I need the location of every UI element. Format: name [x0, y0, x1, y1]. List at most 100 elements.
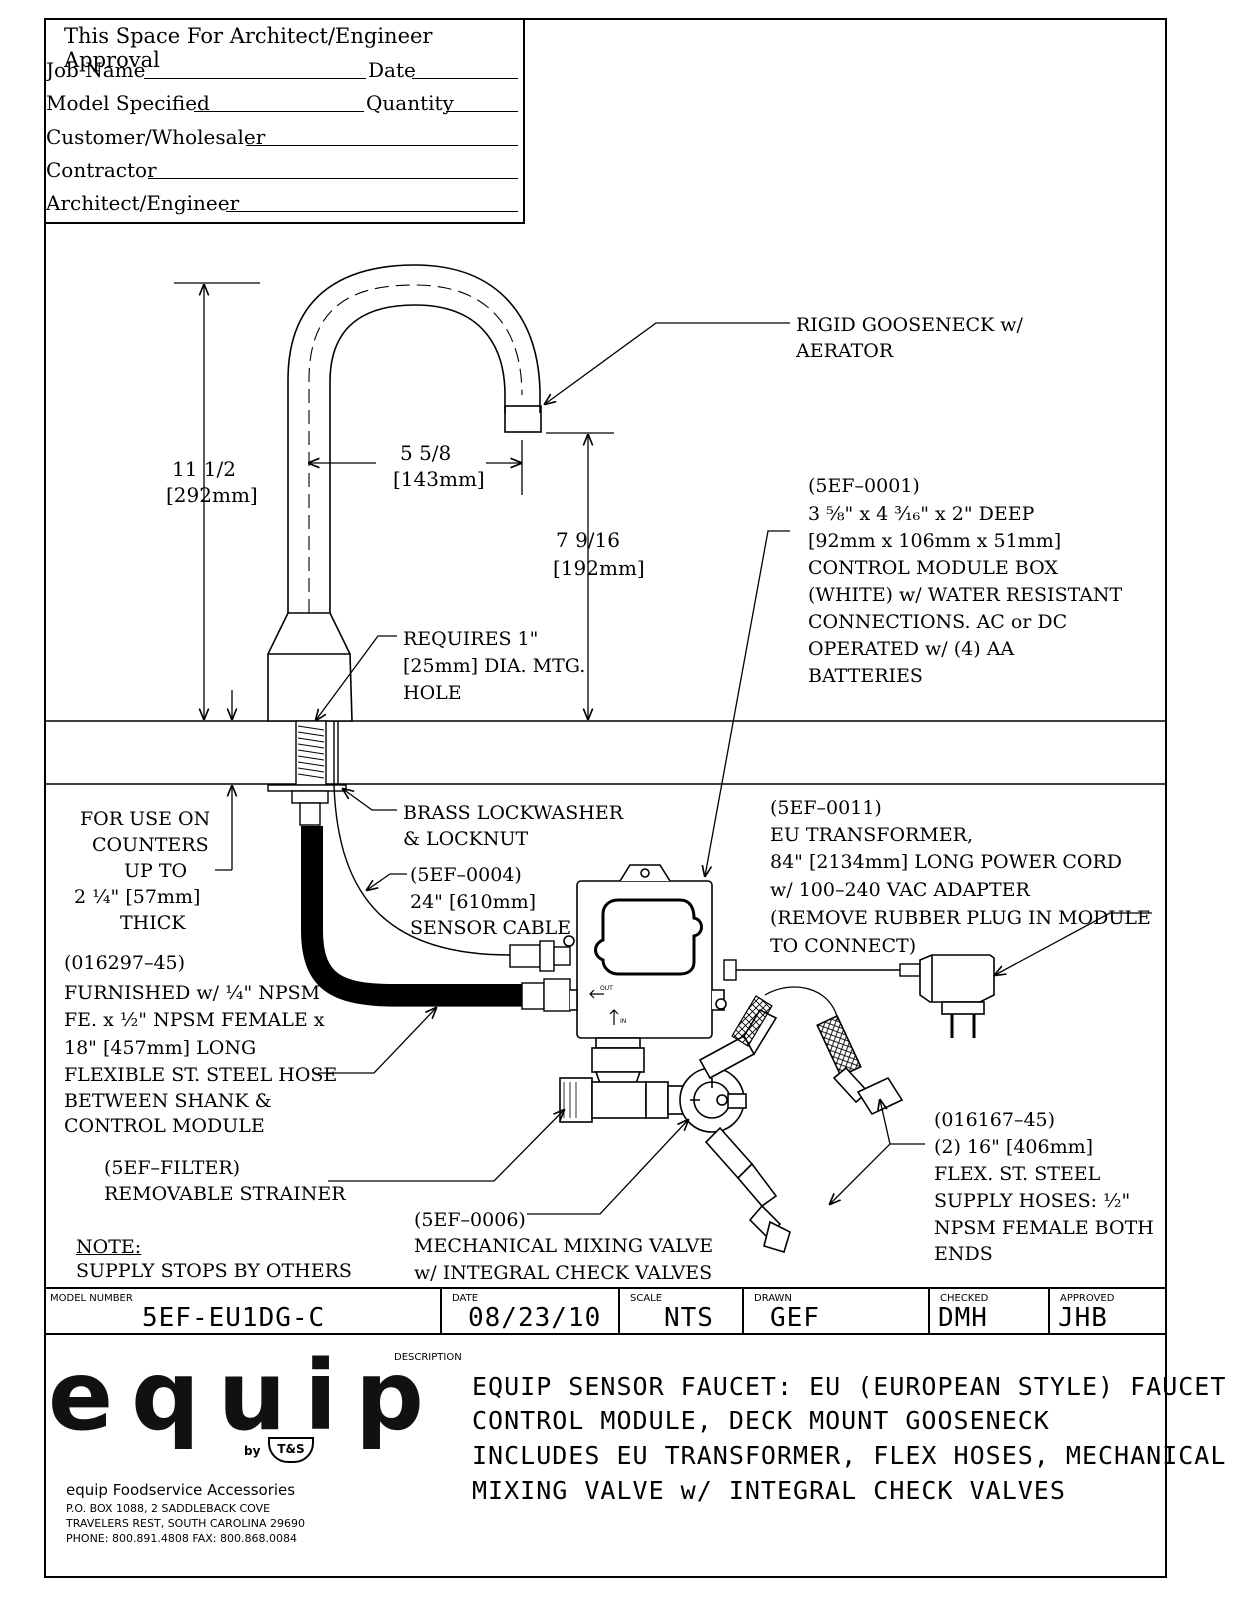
- drawn-caption: DRAWN: [754, 1293, 792, 1304]
- control-box-line-7: OPERATED w/ (4) AA: [808, 638, 1015, 660]
- company-address-2: TRAVELERS REST, SOUTH CAROLINA 29690: [66, 1517, 306, 1530]
- hose-line-7: CONTROL MODULE: [64, 1115, 265, 1137]
- supply-hoses-line-1: (016167–45): [934, 1109, 1056, 1131]
- description-caption: DESCRIPTION: [394, 1352, 462, 1363]
- sensor-cable-line-3: SENSOR CABLE: [410, 917, 572, 939]
- mixing-valve-line-1: (5EF–0006): [414, 1209, 526, 1231]
- transformer-line-1: (5EF–0011): [770, 797, 882, 819]
- leader-lines: [316, 322, 1152, 1215]
- model-specified-label: Model Specified: [46, 91, 210, 115]
- counter-line-3: UP TO: [124, 860, 188, 882]
- hose-line-5: FLEXIBLE ST. STEEL HOSE: [64, 1064, 338, 1086]
- customer-label: Customer/Wholesaler: [46, 125, 266, 149]
- spout-height-inches-label: 7 9/16: [556, 528, 620, 552]
- job-name-line[interactable]: [144, 78, 366, 79]
- counter-line-4: 2 ¼" [57mm]: [74, 886, 201, 908]
- strainer-line-1: (5EF–FILTER): [104, 1157, 241, 1179]
- contractor-line[interactable]: [148, 178, 518, 179]
- equip-logo: equip: [48, 1340, 442, 1452]
- supply-hose-right-line: [764, 986, 839, 1021]
- reach-inches-label: 5 5/8: [400, 441, 452, 465]
- title-block: MODEL NUMBER 5EF-EU1DG-C DATE 08/23/10 S…: [44, 1287, 1167, 1335]
- scale-caption: SCALE: [630, 1293, 663, 1304]
- note-title: NOTE:: [76, 1236, 142, 1258]
- scale-value: NTS: [664, 1303, 714, 1333]
- drawn-value: GEF: [770, 1303, 820, 1333]
- date-caption: DATE: [452, 1293, 479, 1304]
- architect-line[interactable]: [226, 211, 518, 212]
- supply-hoses-line-6: ENDS: [934, 1243, 993, 1265]
- date-line[interactable]: [412, 78, 518, 79]
- model-specified-line[interactable]: [194, 111, 364, 112]
- transformer-line-6: TO CONNECT): [770, 935, 917, 957]
- lockwasher-line-1: BRASS LOCKWASHER: [403, 802, 624, 824]
- checked-cell: CHECKED DMH: [928, 1289, 1048, 1333]
- module-in-label: IN: [620, 1018, 626, 1025]
- module-port-arrows: [589, 989, 619, 1025]
- hose-braid-marks: [303, 835, 519, 1005]
- checked-caption: CHECKED: [940, 1293, 989, 1304]
- customer-line[interactable]: [246, 145, 518, 146]
- drawn-cell: DRAWN GEF: [742, 1289, 928, 1333]
- description-line-2: CONTROL MODULE, DECK MOUNT GOOSENECK: [472, 1406, 1050, 1435]
- sensor-cable-line-1: (5EF–0004): [410, 864, 522, 886]
- model-number-cell: MODEL NUMBER 5EF-EU1DG-C: [44, 1289, 440, 1333]
- date-cell: DATE 08/23/10: [440, 1289, 618, 1333]
- mixing-valve-line-3: w/ INTEGRAL CHECK VALVES: [414, 1262, 713, 1284]
- description-line-1: EQUIP SENSOR FAUCET: EU (EUROPEAN STYLE)…: [472, 1372, 1237, 1401]
- approval-title: This Space For Architect/Engineer Approv…: [64, 24, 433, 72]
- note-text: SUPPLY STOPS BY OTHERS: [76, 1260, 352, 1282]
- supply-hoses-line-2: (2) 16" [406mm]: [934, 1136, 1094, 1158]
- approved-caption: APPROVED: [1060, 1293, 1115, 1304]
- transformer-line-3: 84" [2134mm] LONG POWER CORD: [770, 851, 1123, 873]
- shank: [267, 720, 347, 826]
- supply-hose-left-braid: [731, 995, 773, 1047]
- control-box-line-1: (5EF–0001): [808, 475, 920, 497]
- eu-transformer-plug: [919, 954, 995, 1038]
- control-box-line-3: [92mm x 106mm x 51mm]: [808, 530, 1062, 552]
- scale-cell: SCALE NTS: [618, 1289, 742, 1333]
- quantity-line[interactable]: [446, 111, 518, 112]
- model-number-value: 5EF-EU1DG-C: [142, 1303, 326, 1333]
- strainer-line-2: REMOVABLE STRAINER: [104, 1183, 346, 1205]
- model-number-caption: MODEL NUMBER: [50, 1293, 133, 1304]
- transformer-line-2: EU TRANSFORMER,: [770, 824, 973, 846]
- mtg-hole-line-2: [25mm] DIA. MTG.: [403, 655, 586, 677]
- logo-by: by: [244, 1444, 261, 1458]
- control-box-line-2: 3 ⅝" x 4 ³⁄₁₆" x 2" DEEP: [808, 503, 1035, 525]
- hose-line-3: FE. x ½" NPSM FEMALE x: [64, 1009, 325, 1031]
- hose-outline: [301, 831, 522, 1007]
- counter-line-5: THICK: [120, 912, 186, 934]
- approved-value: JHB: [1058, 1303, 1108, 1333]
- hose-line-1: (016297–45): [64, 952, 186, 974]
- mixing-valve-assembly: [559, 1037, 747, 1133]
- hose-line-2: FURNISHED w/ ¼" NPSM: [64, 982, 321, 1004]
- height-inches-label: 11 1/2: [172, 457, 236, 481]
- module-out-label: OUT: [600, 985, 613, 992]
- contractor-label: Contractor: [46, 158, 157, 182]
- sensor-connector: [509, 940, 571, 972]
- control-box-line-5: (WHITE) w/ WATER RESISTANT: [808, 584, 1123, 606]
- approved-cell: APPROVED JHB: [1048, 1289, 1167, 1333]
- control-box-line-8: BATTERIES: [808, 665, 923, 687]
- company-name: equip Foodservice Accessories: [66, 1481, 296, 1499]
- dimension-lines: [174, 282, 614, 871]
- job-name-label: Job Name: [46, 58, 146, 82]
- control-box-line-4: CONTROL MODULE BOX: [808, 557, 1058, 579]
- approval-box: This Space For Architect/Engineer Approv…: [44, 18, 525, 224]
- drawing-frame: [44, 18, 1167, 1578]
- supply-hose-right: [816, 1014, 904, 1116]
- lockwasher-line-2: & LOCKNUT: [403, 828, 529, 850]
- power-cord: [723, 959, 921, 981]
- height-mm-label: [292mm]: [166, 483, 258, 507]
- quantity-label: Quantity: [366, 91, 454, 115]
- counter-top: [44, 720, 1167, 785]
- reach-mm-label: [143mm]: [393, 467, 485, 491]
- company-phone: PHONE: 800.891.4808 FAX: 800.868.0084: [66, 1532, 297, 1545]
- supply-hoses-line-4: SUPPLY HOSES: ½": [934, 1190, 1131, 1212]
- mtg-hole-line-3: HOLE: [403, 682, 462, 704]
- mtg-hole-line-1: REQUIRES 1": [403, 628, 539, 650]
- checked-value: DMH: [938, 1303, 988, 1333]
- description-line-4: MIXING VALVE w/ INTEGRAL CHECK VALVES: [472, 1476, 1066, 1505]
